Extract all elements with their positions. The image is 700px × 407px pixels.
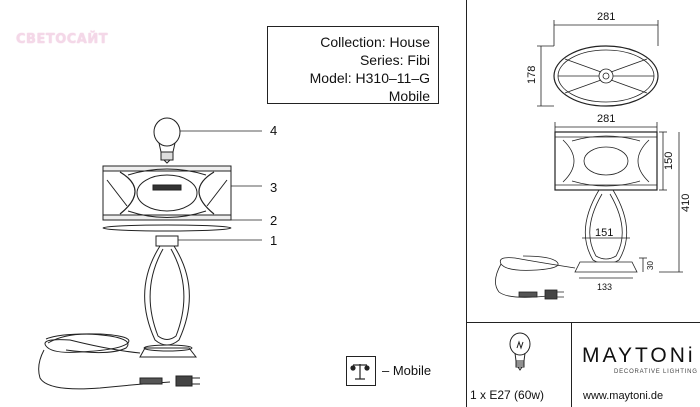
vertical-divider: [466, 0, 467, 407]
exploded-lamp-drawing: [38, 117, 262, 390]
brand-website[interactable]: www.maytoni.de: [583, 390, 664, 402]
model-text: Model: H310–11–G: [309, 70, 430, 86]
shade-part: [102, 165, 232, 221]
bulb-part: [153, 117, 181, 164]
brand-tagline: DECORATIVE LIGHTING: [614, 369, 698, 375]
dim-top-width: 281: [597, 11, 615, 23]
type-text: Mobile: [388, 88, 430, 104]
dim-top-depth: 178: [526, 66, 538, 84]
mobile-legend-text: – Mobile: [382, 363, 432, 378]
dim-frame-width: 151: [595, 227, 613, 239]
base-part: [139, 235, 198, 358]
mobile-lamp-icon: [350, 364, 370, 380]
dim-base-width: 133: [597, 282, 612, 292]
dim-shade-height: 150: [663, 152, 675, 170]
part-label-ring: 2: [270, 213, 278, 228]
bulb-icon: [509, 332, 531, 371]
dim-base-height: 30: [646, 261, 655, 270]
cord-part: [38, 333, 200, 390]
dim-total-height: 410: [680, 194, 692, 212]
mobile-icon-box: [346, 356, 376, 386]
brand-logo: MAYTONi: [582, 344, 696, 367]
horizontal-divider: [466, 322, 700, 323]
dimension-drawings: 281 178 281 150 410 151 30 133: [495, 11, 692, 300]
watermark-logo: СВЕТОСАЙТ: [16, 32, 109, 47]
part-label-base: 1: [270, 233, 278, 248]
model-info-box: Collection: House Series: Fibi Model: H3…: [267, 26, 439, 104]
dim-front-width: 281: [597, 113, 615, 125]
collection-text: Collection: House: [320, 34, 430, 50]
part-label-bulb: 4: [270, 123, 278, 138]
bulb-spec-text: 1 x E27 (60w): [470, 388, 545, 402]
footer-divider: [571, 322, 572, 407]
part-label-shade: 3: [270, 180, 278, 195]
ring-part: [102, 224, 232, 232]
series-text: Series: Fibi: [359, 52, 430, 68]
